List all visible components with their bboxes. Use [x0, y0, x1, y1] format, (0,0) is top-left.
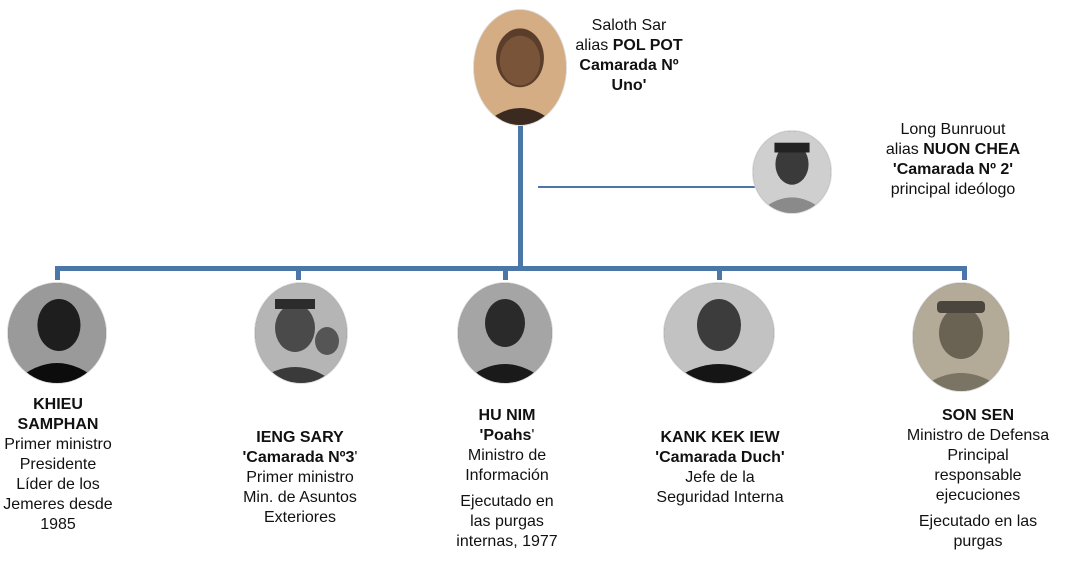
- pol-pot-label: Saloth Sar alias POL POT Camarada Nº Uno…: [570, 16, 688, 96]
- drop-line-2: [296, 266, 301, 280]
- hu-nim-label: HU NIM 'Poahs' Ministro de Información E…: [427, 406, 587, 552]
- khieu-samphan-portrait: [8, 283, 106, 383]
- khieu-samphan-label: KHIEU SAMPHAN Primer ministro Presidente…: [0, 395, 116, 535]
- kank-kek-iew-label: KANK KEK IEW 'Camarada Duch' Jefe de la …: [635, 428, 805, 508]
- son-sen-name: SON SEN: [941, 407, 1014, 424]
- kank-kek-iew-nickname: 'Camarada Duch': [655, 449, 785, 466]
- son-sen-label: SON SEN Ministro de Defensa Principal re…: [883, 406, 1073, 552]
- khieu-samphan-name-line2: SAMPHAN: [17, 416, 99, 433]
- drop-line-5: [962, 266, 967, 280]
- horizontal-bus-line: [55, 266, 967, 271]
- ieng-sary-portrait: [255, 283, 347, 383]
- trunk-line: [518, 122, 523, 270]
- nuon-chea-alias: NUON CHEA: [923, 141, 1021, 158]
- kank-kek-iew-name: KANK KEK IEW: [660, 429, 780, 446]
- deputy-branch-line: [538, 186, 756, 188]
- pol-pot-birth-name: Saloth Sar: [591, 17, 667, 34]
- nuon-chea-nickname: 'Camarada Nº 2': [892, 161, 1014, 178]
- pol-pot-nickname-line1: Camarada Nº: [579, 57, 679, 74]
- drop-line-3: [503, 266, 508, 280]
- drop-line-4: [717, 266, 722, 280]
- ieng-sary-label: IENG SARY 'Camarada Nº3' Primer ministro…: [215, 428, 385, 528]
- drop-line-1: [55, 266, 60, 280]
- pol-pot-portrait: [474, 10, 566, 125]
- hu-nim-nickname: 'Poahs: [479, 427, 532, 444]
- hu-nim-name: HU NIM: [478, 407, 536, 424]
- hu-nim-portrait: [458, 283, 552, 383]
- nuon-chea-portrait: [753, 131, 831, 213]
- nuon-chea-birth-name: Long Bunruout: [900, 121, 1006, 138]
- pol-pot-nickname-line2: Uno': [611, 77, 647, 94]
- kank-kek-iew-portrait: [664, 283, 774, 383]
- nuon-chea-role: principal ideólogo: [890, 181, 1016, 198]
- ieng-sary-nickname: 'Camarada Nº3: [242, 449, 355, 466]
- nuon-chea-label: Long Bunruout alias NUON CHEA 'Camarada …: [862, 120, 1044, 200]
- pol-pot-alias: POL POT: [612, 37, 683, 54]
- son-sen-portrait: [913, 283, 1009, 391]
- khieu-samphan-name-line1: KHIEU: [33, 396, 83, 413]
- ieng-sary-name: IENG SARY: [256, 429, 344, 446]
